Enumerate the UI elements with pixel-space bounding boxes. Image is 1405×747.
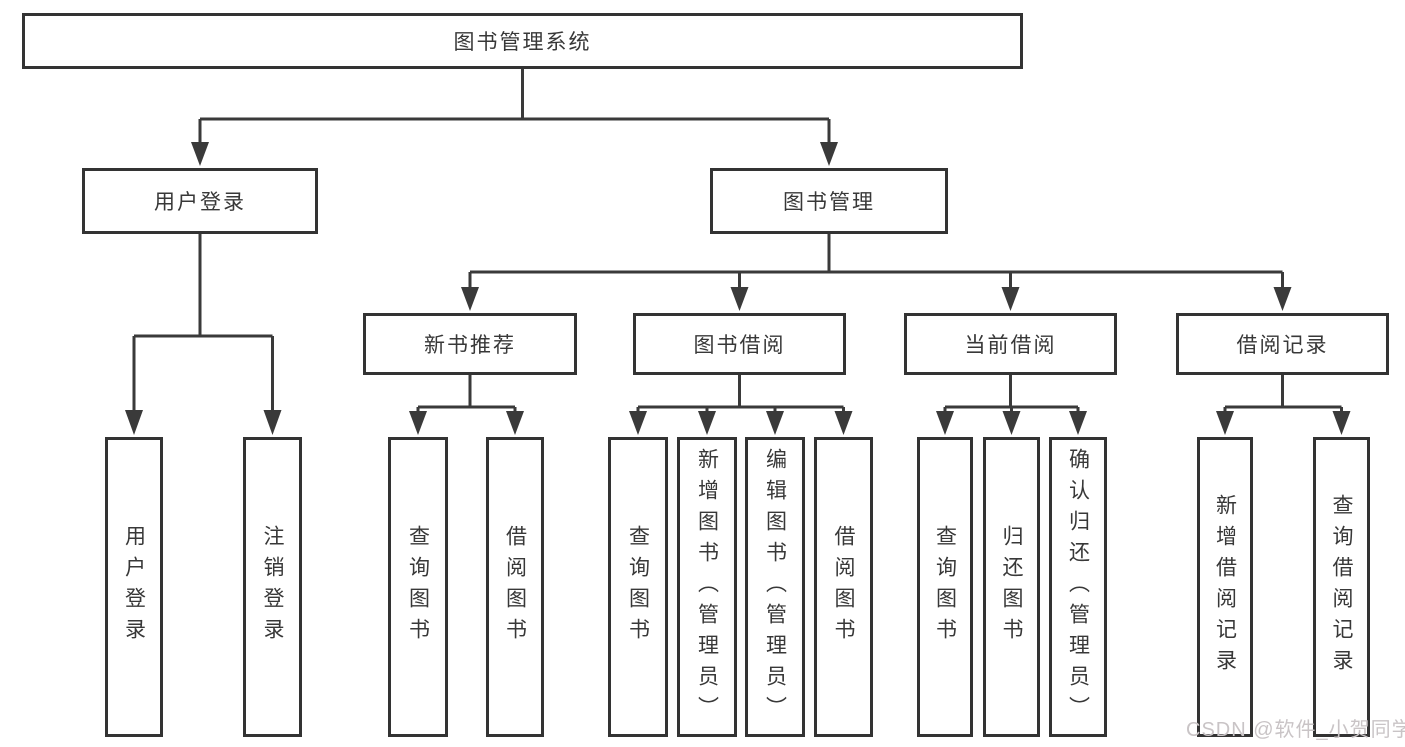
leaf-edit-book-admin-label: 编辑图书（管理员） xyxy=(763,447,787,727)
node-book-borrow: 图书借阅 xyxy=(633,313,846,375)
leaf-borrow-book-1: 借阅图书 xyxy=(486,437,544,737)
leaf-edit-book-admin: 编辑图书（管理员） xyxy=(745,437,805,737)
leaf-query-book-2: 查询图书 xyxy=(608,437,668,737)
leaf-borrow-book-1-label: 借阅图书 xyxy=(503,525,527,649)
connector-newbook-to-leaves xyxy=(409,375,524,435)
node-book-management: 图书管理 xyxy=(710,168,948,234)
leaf-query-book-3-label: 查询图书 xyxy=(933,525,957,649)
connector-userlogin-to-leaves xyxy=(125,234,282,435)
leaf-user-login-label: 用户登录 xyxy=(122,525,146,649)
leaf-confirm-return-admin-label: 确认归还（管理员） xyxy=(1066,447,1090,727)
leaf-add-borrow-record: 新增借阅记录 xyxy=(1197,437,1253,737)
connector-currentborrow-to-leaves xyxy=(936,375,1087,435)
arrow-down-icon xyxy=(766,411,784,435)
arrow-down-icon xyxy=(1216,411,1234,435)
leaf-query-borrow-record: 查询借阅记录 xyxy=(1313,437,1370,737)
arrow-down-icon xyxy=(1001,287,1020,311)
connector-line xyxy=(132,234,274,412)
arrow-down-icon xyxy=(125,410,143,435)
leaf-return-book: 归还图书 xyxy=(983,437,1040,737)
arrow-down-icon xyxy=(1273,287,1292,311)
arrow-down-icon xyxy=(1069,411,1087,435)
leaf-confirm-return-admin: 确认归还（管理员） xyxy=(1049,437,1107,737)
arrow-down-icon xyxy=(834,411,853,435)
leaf-borrow-book-2: 借阅图书 xyxy=(814,437,873,737)
leaf-user-login: 用户登录 xyxy=(105,437,163,737)
node-current-borrow-label: 当前借阅 xyxy=(964,334,1057,357)
leaf-query-book-1: 查询图书 xyxy=(388,437,448,737)
arrow-down-icon xyxy=(820,142,838,166)
leaf-query-book-2-label: 查询图书 xyxy=(626,525,650,649)
connector-line xyxy=(198,69,831,144)
arrow-down-icon xyxy=(936,411,954,435)
connector-bookmgmt-to-level3 xyxy=(461,234,1292,311)
arrow-down-icon xyxy=(1002,411,1021,435)
leaf-logout-label: 注销登录 xyxy=(261,525,285,649)
node-book-management-label: 图书管理 xyxy=(783,191,875,214)
leaf-add-borrow-record-label: 新增借阅记录 xyxy=(1213,494,1237,680)
arrow-down-icon xyxy=(730,287,749,311)
leaf-borrow-book-2-label: 借阅图书 xyxy=(832,525,856,649)
node-borrow-record: 借阅记录 xyxy=(1176,313,1389,375)
leaf-logout: 注销登录 xyxy=(243,437,302,737)
leaf-add-book-admin: 新增图书（管理员） xyxy=(677,437,737,737)
arrow-down-icon xyxy=(698,411,716,435)
arrow-down-icon xyxy=(409,411,427,435)
node-root-label: 图书管理系统 xyxy=(453,31,592,54)
leaf-query-borrow-record-label: 查询借阅记录 xyxy=(1330,494,1354,680)
node-book-borrow-label: 图书借阅 xyxy=(693,334,786,357)
arrow-down-icon xyxy=(1332,411,1351,435)
node-new-book-recommend: 新书推荐 xyxy=(363,313,577,375)
connector-line xyxy=(1223,375,1343,414)
connector-root-to-level2 xyxy=(191,69,838,166)
arrow-down-icon xyxy=(629,411,647,435)
arrow-down-icon xyxy=(461,287,479,311)
leaf-return-book-label: 归还图书 xyxy=(1000,525,1024,649)
connector-line xyxy=(468,234,1284,289)
connector-line xyxy=(636,375,845,414)
connector-line xyxy=(943,375,1080,414)
node-current-borrow: 当前借阅 xyxy=(904,313,1117,375)
connector-bookborrow-to-leaves xyxy=(629,375,853,435)
node-user-login-label: 用户登录 xyxy=(154,191,246,214)
arrow-down-icon xyxy=(506,411,524,435)
node-user-login: 用户登录 xyxy=(82,168,318,234)
connector-line xyxy=(416,375,517,414)
csdn-watermark: CSDN @软件_小贺同学 xyxy=(1186,719,1405,741)
leaf-add-book-admin-label: 新增图书（管理员） xyxy=(695,447,719,727)
leaf-query-book-1-label: 查询图书 xyxy=(406,525,430,649)
node-root: 图书管理系统 xyxy=(22,13,1023,69)
arrow-down-icon xyxy=(191,142,209,166)
connector-borrowrecord-to-leaves xyxy=(1216,375,1351,435)
leaf-query-book-3: 查询图书 xyxy=(917,437,973,737)
node-borrow-record-label: 借阅记录 xyxy=(1236,334,1329,357)
node-new-book-recommend-label: 新书推荐 xyxy=(424,334,516,357)
arrow-down-icon xyxy=(263,410,282,435)
